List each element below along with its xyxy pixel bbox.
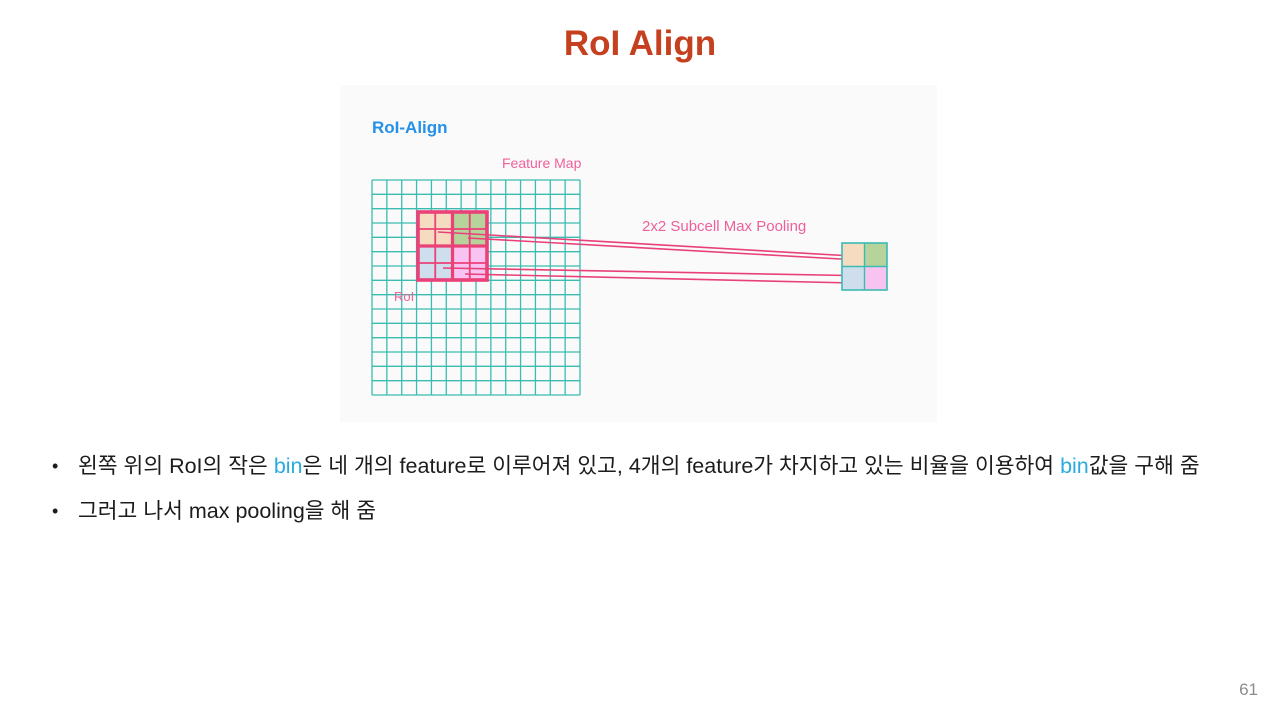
pooling-label: 2x2 Subcell Max Pooling bbox=[642, 218, 806, 235]
max-pooling-arrows bbox=[437, 231, 877, 286]
text-segment: 왼쪽 위의 RoI의 작은 bbox=[78, 454, 274, 478]
roi-subcell-green bbox=[469, 212, 487, 229]
bullet-item: • 왼쪽 위의 RoI의 작은 bin은 네 개의 feature로 이루어져 있… bbox=[52, 450, 1228, 482]
roi-align-diagram-image: RoI-Align Feature Map RoI 2x2 Subcell Ma… bbox=[340, 85, 937, 422]
roi-subcell-peach bbox=[435, 212, 453, 229]
bullet-text: 그러고 나서 max pooling을 해 줌 bbox=[78, 495, 1228, 527]
roi-subcell-green bbox=[452, 229, 470, 246]
roi-subcell-blue bbox=[435, 263, 453, 280]
roi-subcell-pink bbox=[469, 246, 487, 263]
roi-subcell-pink bbox=[452, 263, 470, 280]
roi-subcell-peach bbox=[418, 212, 436, 229]
roi-align-diagram: RoI-Align Feature Map RoI 2x2 Subcell Ma… bbox=[371, 118, 888, 396]
text-segment: 그러고 나서 max pooling을 해 줌 bbox=[78, 499, 377, 523]
text-segment: 값을 구해 줌 bbox=[1088, 454, 1200, 478]
output-cell-green bbox=[864, 243, 887, 267]
bullet-item: • 그러고 나서 max pooling을 해 줌 bbox=[52, 495, 1228, 527]
pooling-arrow bbox=[464, 273, 854, 286]
highlighted-term: bin bbox=[1060, 454, 1089, 478]
page-number: 61 bbox=[1239, 680, 1258, 699]
pooling-arrow bbox=[467, 237, 877, 264]
bullet-marker: • bbox=[52, 501, 59, 521]
highlighted-term: bin bbox=[273, 454, 303, 478]
bullet-list: • 왼쪽 위의 RoI의 작은 bin은 네 개의 feature로 이루어져 있… bbox=[52, 450, 1228, 540]
output-cell-pink bbox=[864, 266, 887, 290]
roi-subcell-green bbox=[452, 212, 470, 229]
roi-subcell-blue bbox=[435, 246, 453, 263]
roi-align-label: RoI-Align bbox=[372, 118, 448, 137]
output-grid-lines bbox=[842, 243, 887, 290]
roi-subcell-peach bbox=[418, 229, 436, 246]
bullet-text: 왼쪽 위의 RoI의 작은 bin은 네 개의 feature로 이루어져 있고… bbox=[78, 450, 1228, 482]
output-cell-blue bbox=[842, 266, 865, 290]
pooling-arrow bbox=[437, 231, 853, 259]
output-cell-peach bbox=[842, 243, 865, 267]
roi-subcell-pink bbox=[452, 246, 470, 263]
text-segment: 은 네 개의 feature로 이루어져 있고, 4개의 feature가 차지… bbox=[302, 454, 1061, 478]
roi-label: RoI bbox=[394, 289, 414, 304]
page-title: RoI Align bbox=[563, 24, 717, 63]
roi-subcell-green bbox=[469, 229, 487, 246]
roi-bin-cells bbox=[416, 210, 489, 282]
output-grid-outline bbox=[841, 242, 888, 291]
pooled-output-grid bbox=[841, 242, 888, 291]
roi-subcell-blue bbox=[418, 263, 436, 280]
roi-subcell-pink bbox=[469, 263, 487, 280]
roi-subcell-blue bbox=[418, 246, 436, 263]
bullet-marker: • bbox=[52, 456, 59, 476]
feature-map-label: Feature Map bbox=[502, 155, 582, 171]
pooling-arrow bbox=[442, 267, 877, 279]
roi-outline bbox=[416, 210, 489, 282]
